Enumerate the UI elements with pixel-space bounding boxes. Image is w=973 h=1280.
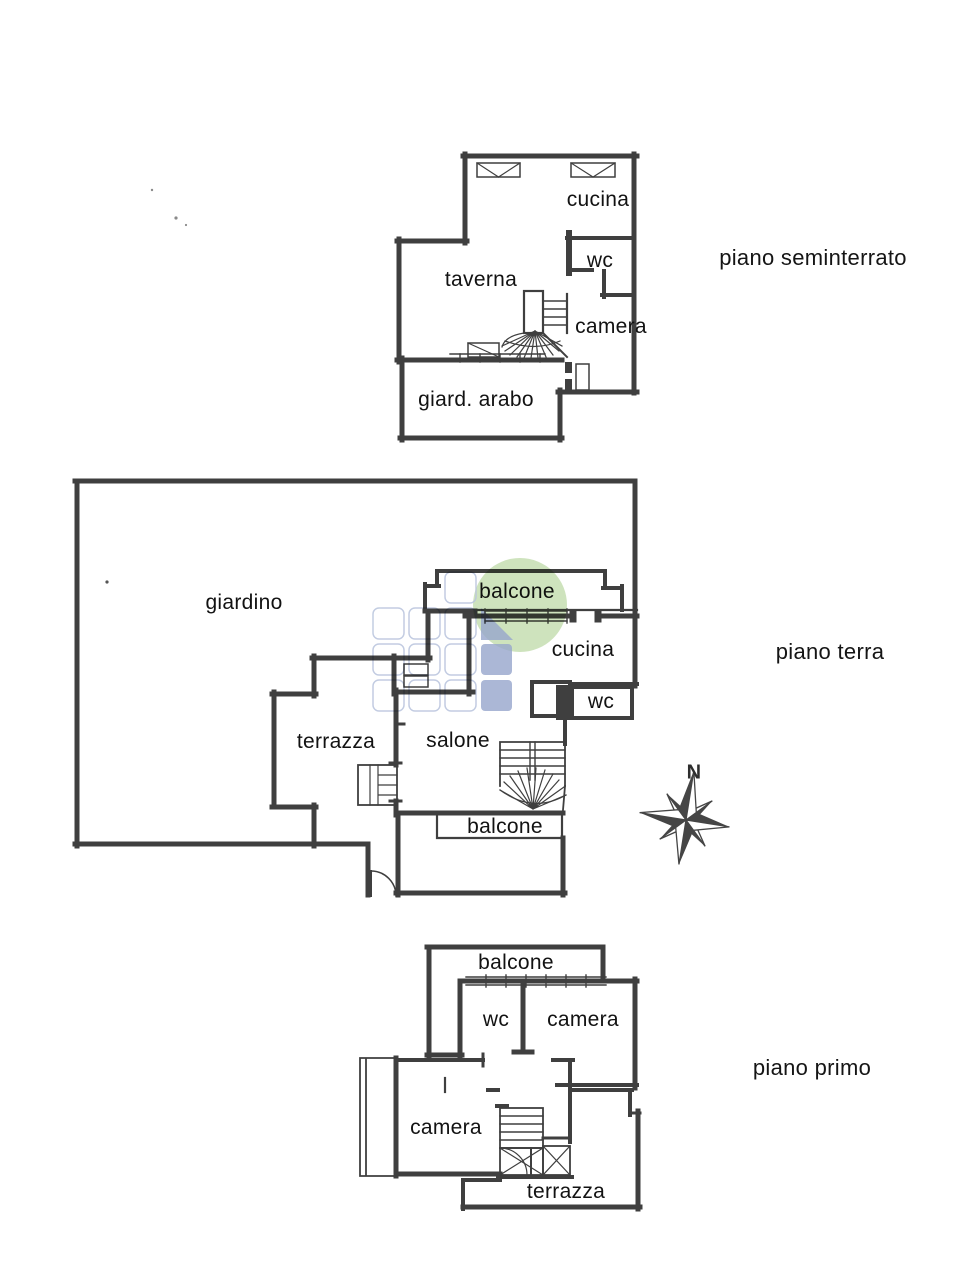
room-label-camera-seminterrato: camera <box>575 315 647 338</box>
floor-title-seminterrato: piano seminterrato <box>719 245 907 270</box>
terra-balcone-south-parapet <box>435 814 564 840</box>
room-label-camera-ne-primo: camera <box>547 1008 619 1031</box>
seminterrato-windows <box>449 162 616 363</box>
room-label-cucina-seminterrato: cucina <box>566 188 630 211</box>
room-label-balcone-sud-terra: balcone <box>467 815 543 838</box>
room-label-giardino: giardino <box>205 591 283 614</box>
terra-stair <box>499 741 567 811</box>
seminterrato-door-jambs <box>467 342 590 391</box>
seminterrato-walls <box>394 151 640 443</box>
seminterrato-spiral-stair <box>501 289 569 359</box>
primo-stair <box>499 1107 571 1176</box>
primo-side-ledge <box>359 1057 397 1177</box>
room-label-balcone-primo: balcone <box>478 951 554 974</box>
scan-speckles <box>105 188 188 584</box>
floor-title-terra: piano terra <box>775 639 885 664</box>
primo-walls <box>393 944 643 1212</box>
compass-cardinal-points <box>639 770 730 865</box>
room-label-taverna: taverna <box>444 268 518 291</box>
floorplan-terra <box>72 478 640 898</box>
room-label-wc-primo: wc <box>482 1008 510 1031</box>
room-label-terrazza-primo: terrazza <box>526 1180 606 1203</box>
room-label-salone: salone <box>426 729 490 752</box>
room-label-wc-terra: wc <box>587 690 615 713</box>
room-label-camera-sw-primo: camera <box>410 1116 482 1139</box>
floorplan-seminterrato <box>394 151 640 443</box>
compass-rose <box>639 770 730 865</box>
room-label-balcone-nord-terra: balcone <box>479 580 555 603</box>
primo-window-band <box>465 974 607 988</box>
room-label-giard-arabo: giard. arabo <box>418 388 534 411</box>
room-label-wc-seminterrato: wc <box>586 249 614 272</box>
floor-title-primo: piano primo <box>752 1055 872 1080</box>
room-label-cucina-terra: cucina <box>551 638 615 661</box>
compass-north-label: N <box>686 761 702 784</box>
terra-entry-door-arc <box>370 870 397 897</box>
terra-wc-box <box>530 680 634 720</box>
room-label-terrazza-terra: terrazza <box>296 730 376 753</box>
floorplan-primo <box>359 944 643 1212</box>
